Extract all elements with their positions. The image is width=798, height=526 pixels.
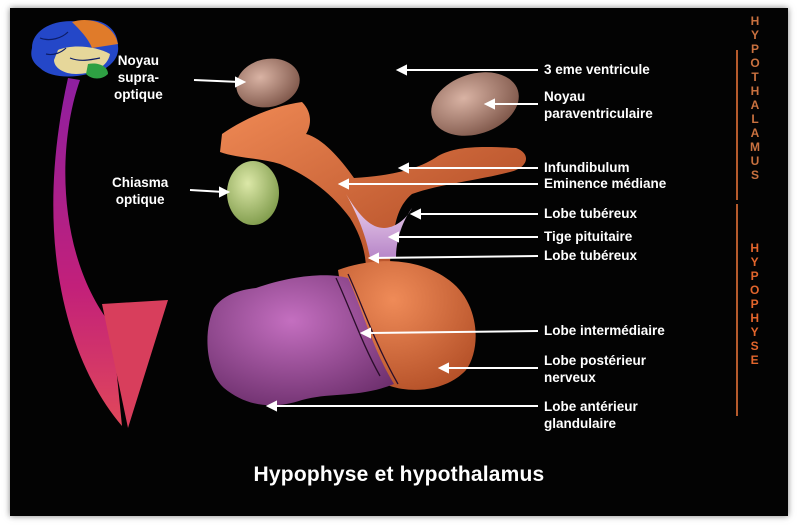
diagram-title: Hypophyse et hypothalamus [10, 463, 788, 487]
hypothalamus-letter: L [751, 112, 758, 126]
hypophyse-letter: Y [751, 255, 759, 269]
hypothalamus-letter: A [751, 126, 760, 140]
hypothalamus-vertical-label: HYPOTHALAMUS [750, 14, 760, 182]
hypophyse-letter: H [750, 241, 759, 255]
brain-icon [31, 20, 118, 78]
hypothalamus-letter: U [751, 154, 760, 168]
label-lobe-anterieur: Lobe antérieur glandulaire [544, 398, 638, 432]
label-lobe-tubereux-2: Lobe tubéreux [544, 247, 637, 264]
label-lobe-intermediaire: Lobe intermédiaire [544, 322, 665, 339]
label-3eme-ventricule: 3 eme ventricule [544, 61, 650, 78]
label-infundibulum: Infundibulum [544, 159, 629, 176]
big-curved-arrow-icon [53, 78, 168, 428]
hypophyse-bracket-line [736, 204, 738, 416]
hypothalamus-letter: H [751, 14, 760, 28]
label-lobe-posterieur: Lobe postérieur nerveux [544, 352, 646, 386]
hypothalamus-letter: T [751, 70, 758, 84]
hypothalamus-letter: M [750, 140, 760, 154]
hypothalamus-letter: A [751, 98, 760, 112]
hypothalamus-letter: O [750, 56, 759, 70]
label-eminence-mediane: Eminence médiane [544, 175, 666, 192]
diagram-frame: HYPOTHALAMUS HYPOPHYSE Noyau supra- opti… [10, 8, 788, 516]
hypophyse-letter: Y [751, 325, 759, 339]
hypophyse-letter: S [751, 339, 759, 353]
hypophyse-vertical-label: HYPOPHYSE [750, 241, 759, 367]
hypophyse-letter: E [751, 353, 759, 367]
hypothalamus-letter: S [751, 168, 759, 182]
hypophyse-letter: P [751, 297, 759, 311]
label-chiasma-optique: Chiasma optique [112, 174, 168, 208]
hypophyse-letter: P [751, 269, 759, 283]
hypothalamus-letter: H [751, 84, 760, 98]
label-tige-pituitaire: Tige pituitaire [544, 228, 632, 245]
label-lobe-tubereux-1: Lobe tubéreux [544, 205, 637, 222]
hypophyse-letter: H [750, 311, 759, 325]
label-noyau-paraventriculaire: Noyau paraventriculaire [544, 88, 653, 122]
label-noyau-supraoptique: Noyau supra- optique [114, 52, 163, 103]
hypophyse-letter: O [750, 283, 759, 297]
hypothalamus-letter: Y [751, 28, 759, 42]
optic-chiasm [227, 161, 279, 225]
hypothalamus-letter: P [751, 42, 759, 56]
hypothalamus-bracket-line [736, 50, 738, 200]
